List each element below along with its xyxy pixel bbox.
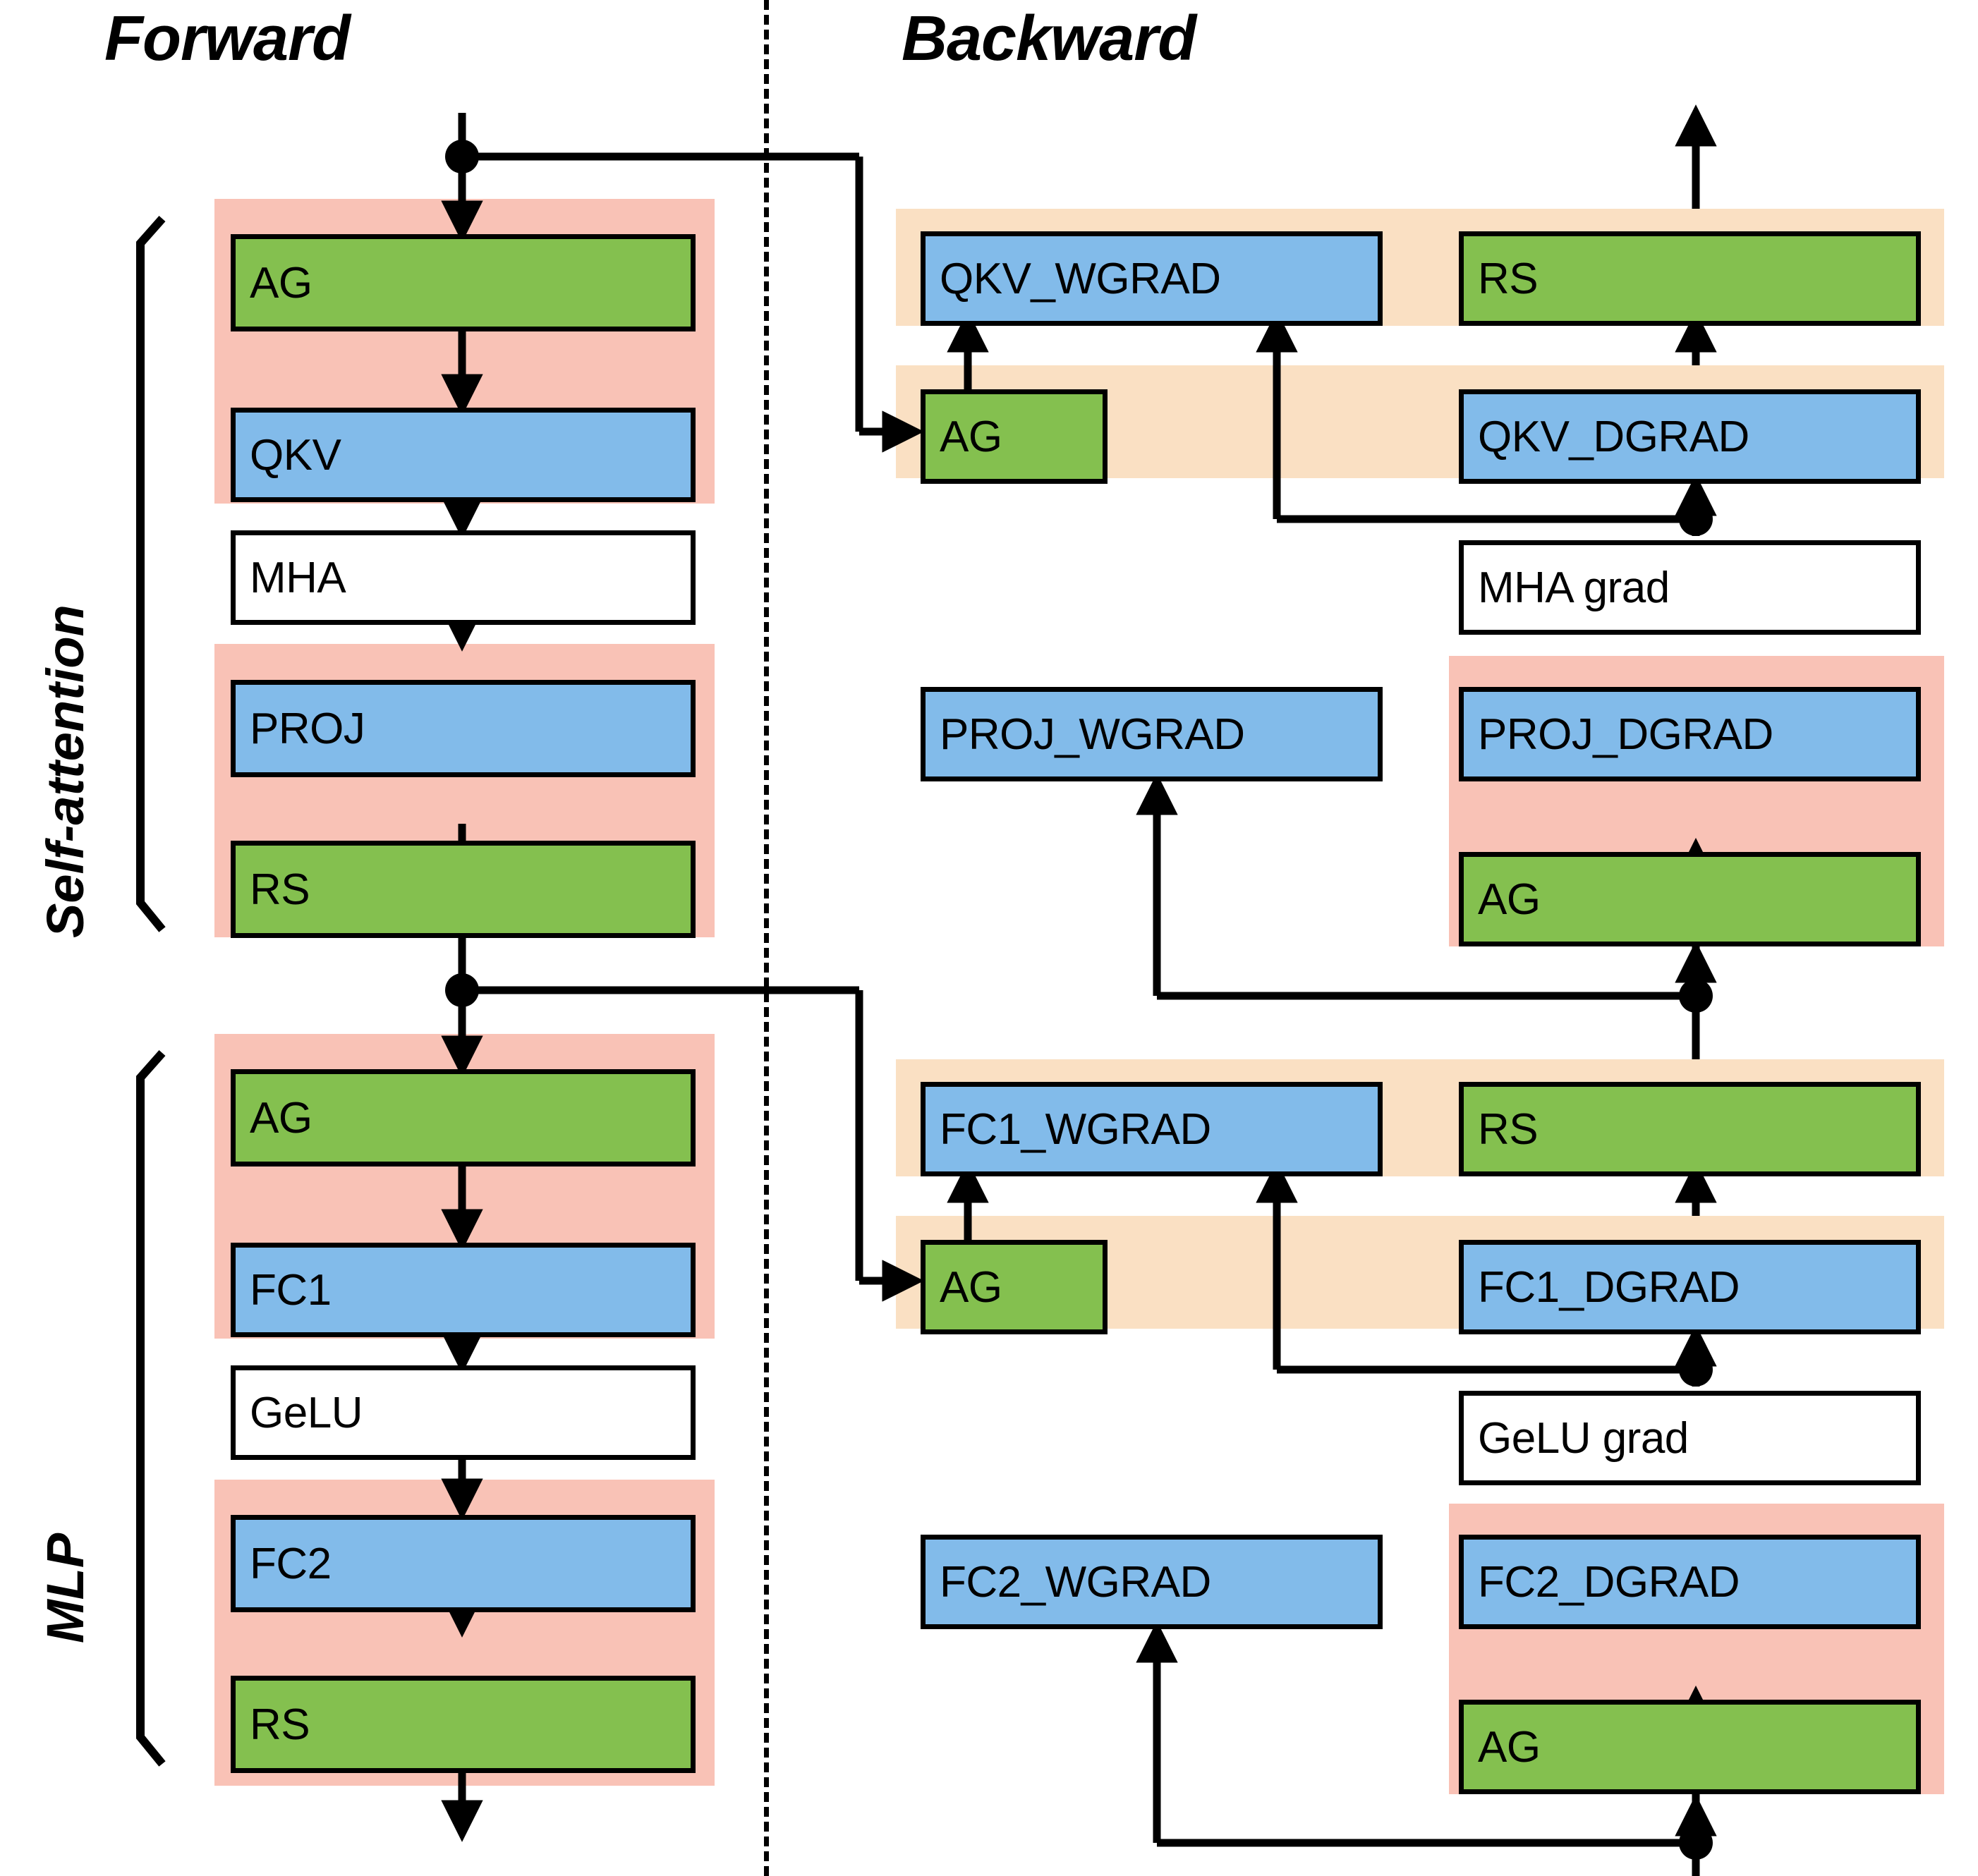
node-label: FC1_WGRAD <box>940 1104 1211 1154</box>
backward-node-ag-fc2[interactable]: AG <box>1459 1700 1921 1794</box>
group-label-self-attention: Self-attention <box>36 604 95 938</box>
node-label: GeLU grad <box>1478 1413 1689 1463</box>
forward-node-mha[interactable]: MHA <box>231 530 696 625</box>
node-label: QKV_WGRAD <box>940 254 1221 303</box>
node-label: AG <box>250 1093 313 1143</box>
forward-node-ag-2[interactable]: AG <box>231 1069 696 1167</box>
forward-node-fc2[interactable]: FC2 <box>231 1515 696 1612</box>
backward-node-qkv-wgrad[interactable]: QKV_WGRAD <box>921 231 1383 326</box>
node-label: MHA grad <box>1478 563 1670 612</box>
forward-column-title: Forward <box>104 4 351 74</box>
node-label: PROJ <box>250 704 365 753</box>
forward-node-rs-2[interactable]: RS <box>231 1676 696 1773</box>
forward-node-rs-1[interactable]: RS <box>231 841 696 938</box>
group-label-mlp: MLP <box>36 1533 95 1643</box>
node-label: FC2_DGRAD <box>1478 1557 1740 1607</box>
forward-backward-divider <box>764 0 769 1876</box>
backward-node-fc1-wgrad[interactable]: FC1_WGRAD <box>921 1082 1383 1176</box>
node-label: FC1_DGRAD <box>1478 1262 1740 1312</box>
backward-node-rs-selfattn[interactable]: RS <box>1459 231 1921 326</box>
backward-node-ag-qkv[interactable]: AG <box>921 389 1108 484</box>
node-label: GeLU <box>250 1388 363 1437</box>
forward-node-qkv[interactable]: QKV <box>231 408 696 502</box>
backward-node-ag-proj[interactable]: AG <box>1459 852 1921 946</box>
node-label: FC1 <box>250 1265 332 1315</box>
node-label: AG <box>940 1262 1002 1312</box>
backward-node-gelu-grad[interactable]: GeLU grad <box>1459 1391 1921 1485</box>
forward-node-fc1[interactable]: FC1 <box>231 1243 696 1337</box>
backward-node-fc2-dgrad[interactable]: FC2_DGRAD <box>1459 1535 1921 1629</box>
node-label: PROJ_DGRAD <box>1478 709 1773 759</box>
node-label: RS <box>250 865 310 914</box>
backward-node-mha-grad[interactable]: MHA grad <box>1459 540 1921 635</box>
node-label: AG <box>1478 1722 1541 1772</box>
backward-node-proj-dgrad[interactable]: PROJ_DGRAD <box>1459 687 1921 781</box>
node-label: AG <box>1478 875 1541 924</box>
node-label: FC2_WGRAD <box>940 1557 1211 1607</box>
node-label: QKV <box>250 430 341 480</box>
backward-node-proj-wgrad[interactable]: PROJ_WGRAD <box>921 687 1383 781</box>
backward-node-fc1-dgrad[interactable]: FC1_DGRAD <box>1459 1240 1921 1334</box>
forward-node-ag-1[interactable]: AG <box>231 234 696 331</box>
node-label: MHA <box>250 553 346 602</box>
node-label: FC2 <box>250 1539 332 1588</box>
backward-node-rs-mlp[interactable]: RS <box>1459 1082 1921 1176</box>
backward-node-qkv-dgrad[interactable]: QKV_DGRAD <box>1459 389 1921 484</box>
node-label: AG <box>250 258 313 307</box>
node-label: QKV_DGRAD <box>1478 412 1749 461</box>
node-label: RS <box>1478 254 1539 303</box>
bracket-self-attention <box>136 216 166 932</box>
backward-column-title: Backward <box>902 4 1196 74</box>
node-label: PROJ_WGRAD <box>940 709 1245 759</box>
node-label: RS <box>250 1700 310 1749</box>
forward-node-gelu[interactable]: GeLU <box>231 1365 696 1460</box>
backward-node-fc2-wgrad[interactable]: FC2_WGRAD <box>921 1535 1383 1629</box>
node-label: AG <box>940 412 1002 461</box>
forward-node-proj[interactable]: PROJ <box>231 680 696 777</box>
bracket-mlp <box>136 1050 166 1767</box>
backward-node-ag-fc1[interactable]: AG <box>921 1240 1108 1334</box>
node-label: RS <box>1478 1104 1539 1154</box>
